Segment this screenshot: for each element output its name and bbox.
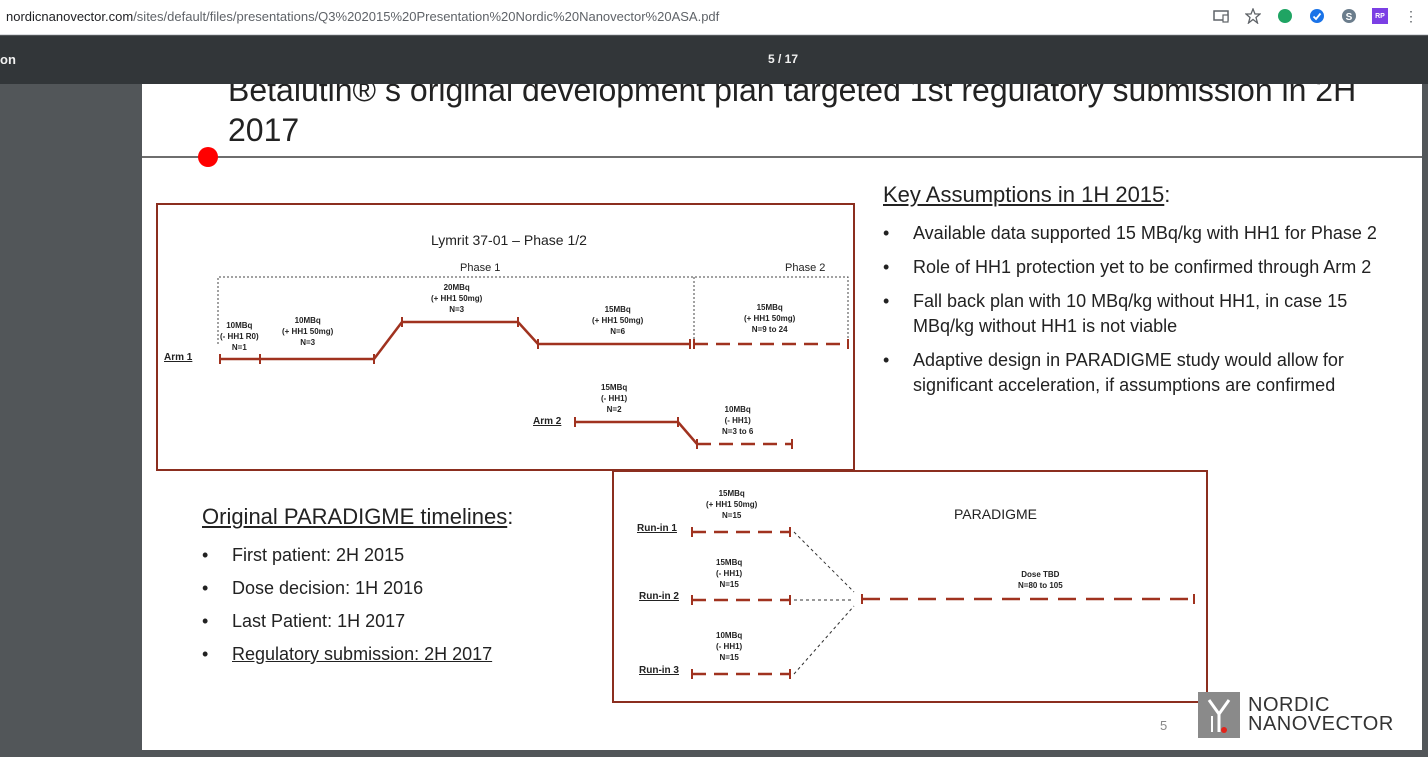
- slide-title-line1: Betalutin® s original development plan t…: [228, 84, 1357, 108]
- logo-wordmark: NORDIC NANOVECTOR: [1248, 694, 1394, 735]
- phase2-label: Phase 2: [785, 262, 826, 274]
- arm1-step3-label: 20MBq (+ HH1 50mg) N=3: [431, 283, 483, 314]
- list-item: Fall back plan with 10 MBq/kg without HH…: [883, 289, 1403, 339]
- url-host: nordicnanovector.com: [6, 9, 134, 24]
- slide-page-number: 5: [1160, 718, 1168, 733]
- lymrit-timeline: [217, 276, 1195, 679]
- runin1-label: Run-in 1: [637, 523, 677, 534]
- list-item: Adaptive design in PARADIGME study would…: [883, 348, 1403, 398]
- pdf-page: Betalutin® s original development plan t…: [142, 84, 1422, 750]
- paradigme-title: PARADIGME: [954, 506, 1037, 522]
- bookmark-star-icon[interactable]: [1244, 7, 1262, 25]
- lymrit-diagram: [156, 203, 855, 471]
- key-assumptions-colon: :: [1164, 182, 1171, 207]
- slide-title-line2: 2017: [228, 112, 300, 148]
- key-assumptions-heading: Key Assumptions in 1H 2015:: [883, 182, 1170, 208]
- url-text[interactable]: nordicnanovector.com/sites/default/files…: [6, 9, 719, 24]
- browser-address-bar[interactable]: nordicnanovector.com/sites/default/files…: [0, 0, 1428, 35]
- pdf-document-title: on: [0, 52, 16, 67]
- original-timelines-heading-text: Original PARADIGME timelines: [202, 504, 508, 529]
- viewer-background: [0, 84, 142, 757]
- runin3-dose-label: 10MBq (- HH1) N=15: [716, 631, 743, 662]
- slide-title: Betalutin® s original development plan t…: [228, 84, 1408, 150]
- list-item: Regulatory submission: 2H 2017: [202, 642, 602, 667]
- pdf-toolbar: on 5 / 17: [0, 36, 1428, 84]
- runin2-label: Run-in 2: [639, 591, 679, 602]
- page-indicator: 5 / 17: [768, 52, 799, 66]
- runin1-dose-label: 15MBq (+ HH1 50mg) N=15: [706, 489, 758, 520]
- logo-line1: NORDIC: [1248, 694, 1330, 716]
- laser-pointer-dot: [198, 147, 218, 167]
- logo-line2: NANOVECTOR: [1248, 713, 1394, 735]
- original-timelines-list: First patient: 2H 2015 Dose decision: 1H…: [202, 543, 602, 667]
- browser-toolbar-icons: S RP ⋮: [1212, 7, 1420, 25]
- logo-mark-icon: [1198, 692, 1240, 738]
- runin2-dose-label: 15MBq (- HH1) N=15: [716, 558, 743, 589]
- svg-text:S: S: [1346, 12, 1353, 23]
- lymrit-title: Lymrit 37-01 – Phase 1/2: [431, 232, 587, 248]
- dose-tbd-label: Dose TBD N=80 to 105: [1018, 570, 1063, 590]
- list-item: Available data supported 15 MBq/kg with …: [883, 221, 1403, 246]
- arm1-step1-label: 10MBq (- HH1 R0) N=1: [220, 321, 259, 352]
- key-assumptions-list: Available data supported 15 MBq/kg with …: [883, 221, 1403, 398]
- evernote-extension-icon[interactable]: [1276, 7, 1294, 25]
- list-item: Dose decision: 1H 2016: [202, 576, 602, 601]
- list-item: First patient: 2H 2015: [202, 543, 602, 568]
- check-extension-icon[interactable]: [1308, 7, 1326, 25]
- title-divider: [142, 156, 1422, 158]
- arm2-label: Arm 2: [533, 416, 562, 427]
- arm1-step2-label: 10MBq (+ HH1 50mg) N=3: [282, 316, 334, 347]
- nordic-nanovector-logo: NORDIC NANOVECTOR: [1198, 692, 1408, 738]
- list-item: Last Patient: 1H 2017: [202, 609, 602, 634]
- arm1-step4-label: 15MBq (+ HH1 50mg) N=6: [592, 305, 644, 336]
- paradigme-diagram: [612, 470, 1208, 703]
- skype-extension-icon[interactable]: S: [1340, 7, 1358, 25]
- runin3-label: Run-in 3: [639, 665, 679, 676]
- url-path: /sites/default/files/presentations/Q3%20…: [133, 9, 720, 24]
- rp-extension-icon[interactable]: RP: [1372, 8, 1388, 24]
- arm2-step1-label: 15MBq (- HH1) N=2: [601, 383, 628, 414]
- original-timelines-colon: :: [507, 504, 514, 529]
- key-assumptions-heading-text: Key Assumptions in 1H 2015: [883, 182, 1165, 207]
- cast-icon[interactable]: [1212, 7, 1230, 25]
- arm1-phase2-label: 15MBq (+ HH1 50mg) N=9 to 24: [744, 303, 796, 334]
- menu-kebab-icon[interactable]: ⋮: [1404, 7, 1418, 24]
- arm2-step2-label: 10MBq (- HH1) N=3 to 6: [722, 405, 754, 436]
- phase1-label: Phase 1: [460, 262, 501, 274]
- arm1-label: Arm 1: [164, 352, 193, 363]
- regulatory-submission-text: Regulatory submission: 2H 2017: [232, 644, 493, 664]
- list-item: Role of HH1 protection yet to be confirm…: [883, 255, 1403, 280]
- original-timelines-heading: Original PARADIGME timelines:: [202, 504, 513, 530]
